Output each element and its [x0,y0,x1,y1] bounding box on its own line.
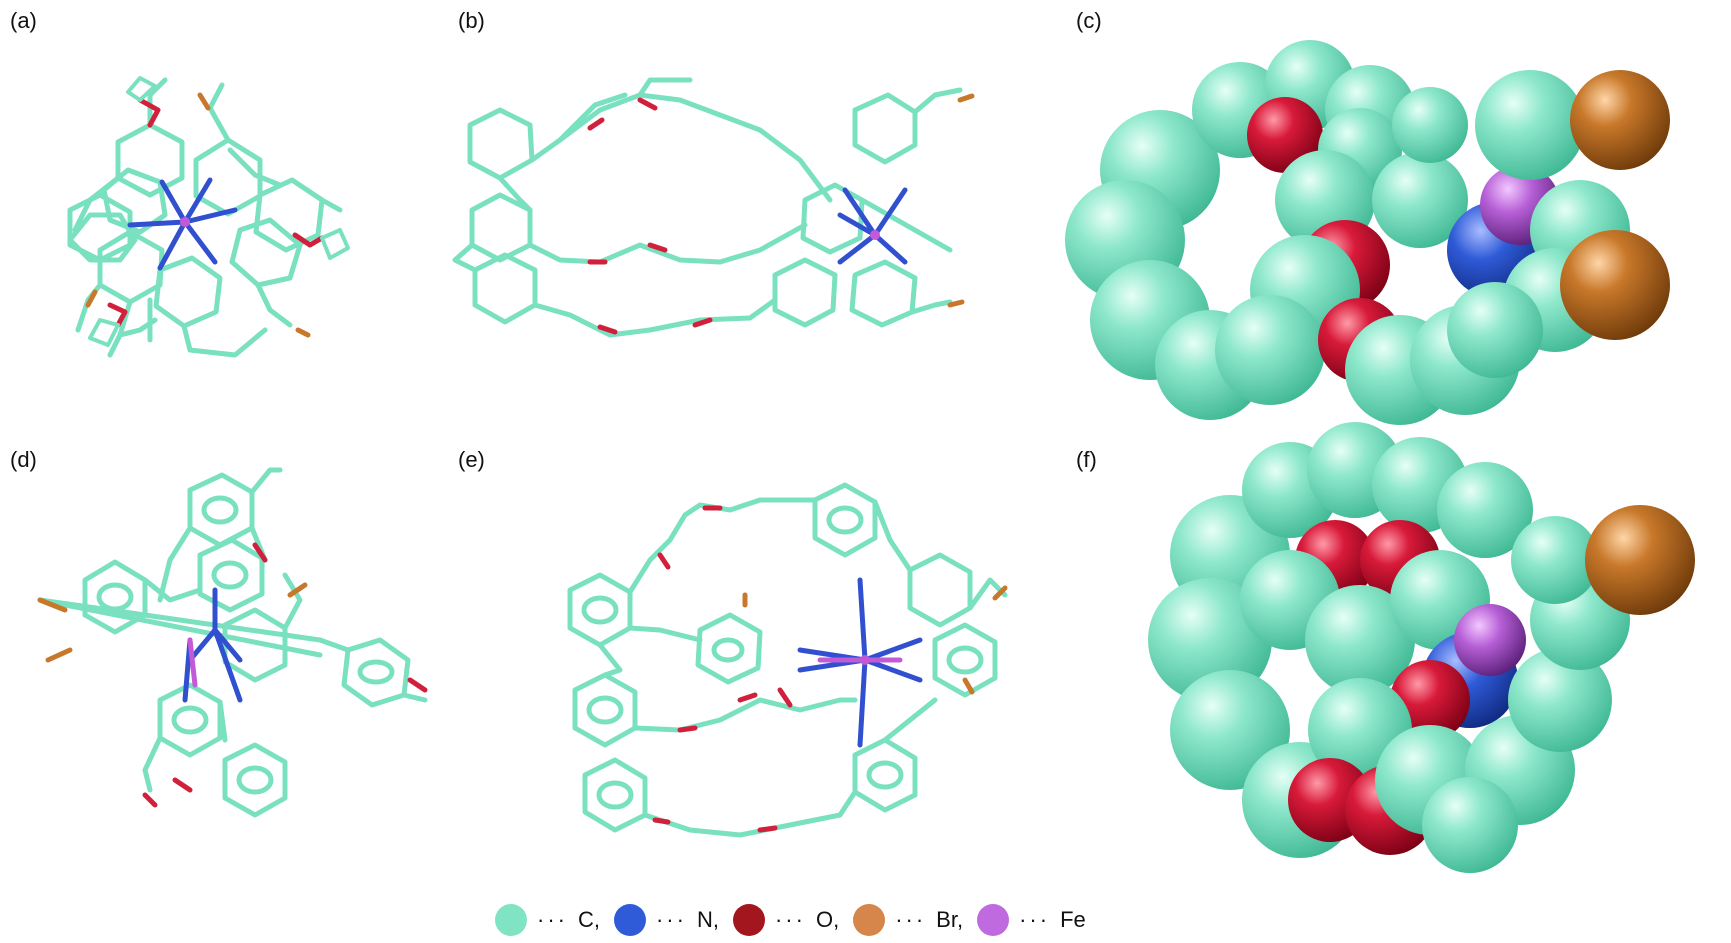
legend-dots: ··· [895,907,927,932]
legend-dots: ··· [774,907,806,932]
panel-label-f: (f) [1076,447,1097,472]
iron-swatch-icon [977,904,1010,936]
legend-label: Fe [1060,907,1086,932]
panel-label-b: (b) [458,8,485,33]
panel-label-e: (e) [458,447,485,472]
nitrogen-swatch-icon [613,904,646,936]
panel-f-space-filling [1148,422,1695,873]
bromine-swatch-icon [853,904,886,936]
panel-e-stick-model [567,482,1008,838]
panel-a-stick-model [67,76,350,358]
legend-item-oxygen: ··· O, [732,904,840,936]
panel-label-d: (d) [10,447,37,472]
panel-d-stick-model [37,467,428,818]
legend-label: N, [696,907,719,932]
oxygen-swatch-icon [732,904,765,936]
legend-item-iron: ··· Fe [977,904,1086,936]
carbon-swatch-icon [495,904,527,936]
legend-label: C, [577,907,600,932]
panel-c-space-filling [1065,40,1670,425]
panel-label-a: (a) [10,8,37,33]
legend-dots: ··· [1019,907,1051,932]
panel-b-stick-model [452,77,975,338]
panel-label-c: (c) [1076,8,1102,33]
legend-item-carbon: ··· C, [495,904,600,936]
legend-item-bromine: ··· Br, [853,904,963,936]
element-legend: ··· C, ··· N, ··· O, ··· Br, ··· Fe [495,900,1100,940]
legend-label: Br, [936,907,964,932]
legend-dots: ··· [537,907,568,932]
legend-item-nitrogen: ··· N, [613,904,719,936]
legend-label: O, [815,907,840,932]
legend-dots: ··· [655,907,687,932]
